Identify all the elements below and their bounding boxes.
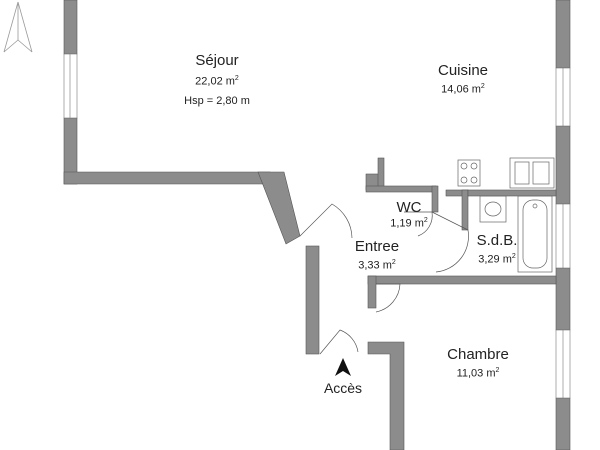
room-sdb: S.d.B. 3,29 m2 xyxy=(477,232,518,266)
room-area: 3,33 m2 xyxy=(358,259,396,272)
room-name: WC xyxy=(396,199,422,216)
bathtub-icon xyxy=(517,195,553,273)
doors xyxy=(299,203,469,355)
north-arrow-icon xyxy=(3,1,33,53)
access-arrow-icon xyxy=(335,358,351,376)
stove-icon xyxy=(457,159,481,187)
washbasin-icon xyxy=(479,195,507,223)
room-area: 3,29 m2 xyxy=(478,253,516,266)
room-height: Hsp = 2,80 m xyxy=(184,94,250,107)
room-name: Entree xyxy=(354,238,400,255)
windows xyxy=(63,53,571,399)
access-label: Accès xyxy=(323,380,363,396)
room-sejour: Séjour 22,02 m2 Hsp = 2,80 m xyxy=(184,52,250,107)
room-name: Séjour xyxy=(195,52,239,69)
room-cuisine: Cuisine 14,06 m2 xyxy=(438,62,488,96)
room-wc: WC 1,19 m2 xyxy=(390,199,428,230)
room-area: 14,06 m2 xyxy=(441,83,485,96)
room-name: Chambre xyxy=(447,346,509,363)
room-entree: Entree 3,33 m2 xyxy=(355,238,399,272)
room-name: S.d.B. xyxy=(476,232,518,249)
room-area: 1,19 m2 xyxy=(390,217,428,230)
room-name: Cuisine xyxy=(437,62,489,79)
walls xyxy=(63,0,571,450)
room-area: 11,03 m2 xyxy=(456,367,500,380)
room-area: 22,02 m2 xyxy=(195,75,239,88)
room-chambre: Chambre 11,03 m2 xyxy=(447,346,509,380)
sink-icon xyxy=(509,157,555,189)
